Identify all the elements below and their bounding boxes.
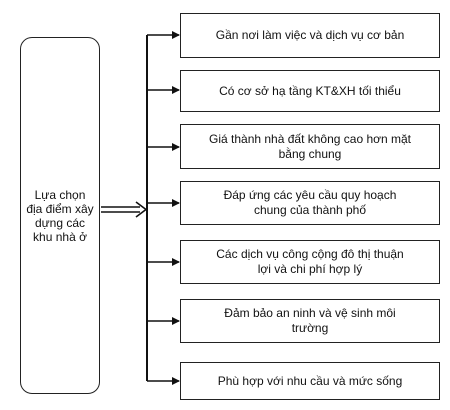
- criteria-label: Đảm bảo an ninh và vệ sinh môi trường: [224, 306, 396, 335]
- criteria-box-4: Đáp ứng các yêu cầu quy hoạch chung của …: [180, 181, 440, 225]
- criteria-box-1: Gần nơi làm việc và dịch vụ cơ bản: [180, 13, 440, 58]
- criteria-label: Giá thành nhà đất không cao hơn mặt bằng…: [209, 131, 412, 161]
- criteria-label: Có cơ sở hạ tầng KT&XH tối thiểu: [219, 83, 401, 98]
- criteria-box-2: Có cơ sở hạ tầng KT&XH tối thiểu: [180, 70, 440, 112]
- source-label: Lựa chọn địa điểm xây dựng các khu nhà ở: [26, 187, 94, 244]
- double-arrow-head: [135, 201, 148, 218]
- source-box: Lựa chọn địa điểm xây dựng các khu nhà ở: [20, 37, 100, 394]
- criteria-label: Các dịch vụ công cộng đô thị thuận lợi v…: [216, 247, 404, 276]
- criteria-label: Gần nơi làm việc và dịch vụ cơ bản: [215, 28, 405, 42]
- criteria-label: Phù hợp với nhu cầu và mức sống: [217, 373, 403, 388]
- criteria-box-6: Đảm bảo an ninh và vệ sinh môi trường: [180, 299, 440, 343]
- criteria-box-7: Phù hợp với nhu cầu và mức sống: [180, 362, 440, 400]
- criteria-label: Đáp ứng các yêu cầu quy hoạch chung của …: [223, 188, 397, 217]
- criteria-box-3: Giá thành nhà đất không cao hơn mặt bằng…: [180, 124, 440, 169]
- criteria-box-5: Các dịch vụ công cộng đô thị thuận lợi v…: [180, 240, 440, 284]
